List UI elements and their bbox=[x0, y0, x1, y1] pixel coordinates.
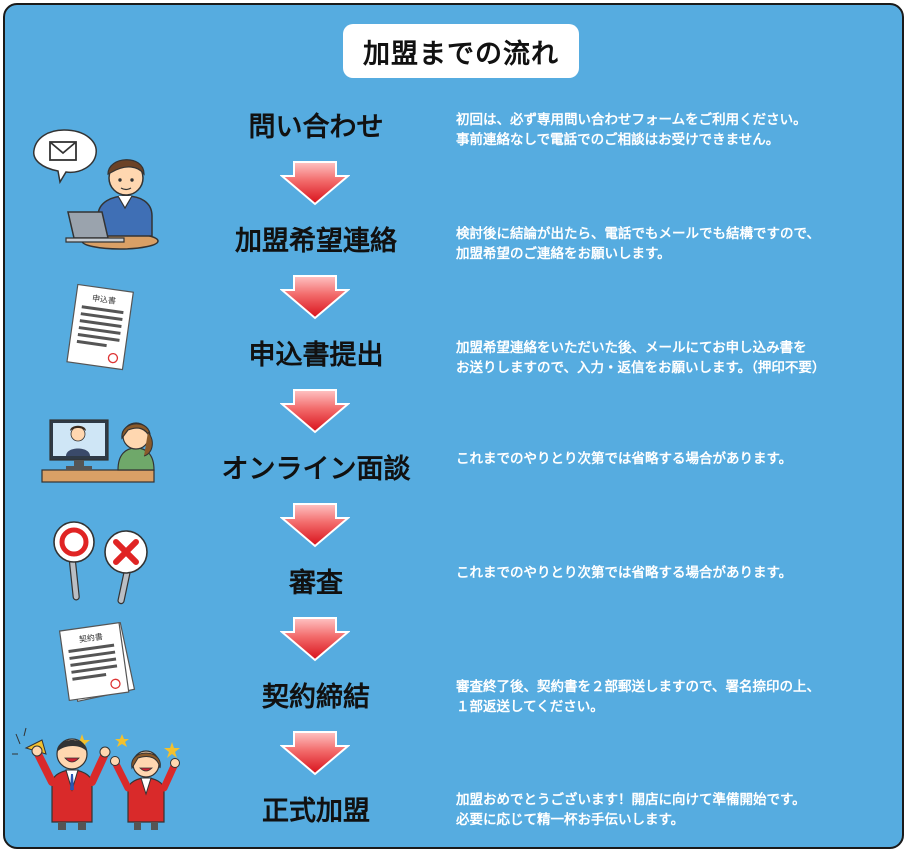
down-arrow-icon bbox=[280, 274, 350, 320]
step-title-screening: 審査 bbox=[200, 561, 432, 600]
desc-line: 必要に応じて精一杯お手伝いします。 bbox=[456, 810, 896, 830]
desc-line: これまでのやりとり次第では省略する場合があります。 bbox=[456, 449, 896, 469]
step-title-inquiry: 問い合わせ bbox=[200, 105, 432, 144]
down-arrow-icon bbox=[280, 730, 350, 776]
online-meeting-icon bbox=[40, 398, 160, 486]
desc-line: 検討後に結論が出たら、電話でもメールでも結構ですので、 bbox=[456, 224, 896, 244]
step-desc-official-membership: 加盟おめでとうございます！開店に向けて準備開始です。 必要に応じて精一杯お手伝い… bbox=[456, 790, 896, 830]
desc-line: 審査終了後、契約書を２部郵送しますので、署名捺印の上、 bbox=[456, 677, 896, 697]
application-form-icon: 申込書 bbox=[60, 282, 140, 374]
step-title-form-submission: 申込書提出 bbox=[200, 333, 432, 372]
celebrating-people-icon bbox=[12, 724, 182, 832]
desc-line: １部返送してください。 bbox=[456, 697, 896, 717]
down-arrow-icon bbox=[280, 160, 350, 206]
person-laptop-email-icon bbox=[28, 128, 168, 253]
desc-line: 加盟希望連絡をいただいた後、メールにてお申し込み書を bbox=[456, 338, 896, 358]
page-title: 加盟までの流れ bbox=[363, 32, 559, 71]
desc-line: 初回は、必ず専用問い合わせフォームをご利用ください。 bbox=[456, 110, 896, 130]
step-desc-screening: これまでのやりとり次第では省略する場合があります。 bbox=[456, 563, 896, 583]
step-desc-application-notice: 検討後に結論が出たら、電話でもメールでも結構ですので、 加盟希望のご連絡をお願い… bbox=[456, 224, 896, 264]
down-arrow-icon bbox=[280, 388, 350, 434]
desc-line: 事前連絡なしで電話でのご相談はお受けできません。 bbox=[456, 130, 896, 150]
contract-documents-icon: 契約書 bbox=[48, 620, 144, 702]
desc-line: これまでのやりとり次第では省略する場合があります。 bbox=[456, 563, 896, 583]
desc-line: お送りしますので、入力・返信をお願いします。（押印不要） bbox=[456, 358, 896, 378]
down-arrow-icon bbox=[280, 616, 350, 662]
maru-batsu-paddles-icon bbox=[44, 516, 154, 608]
step-desc-online-interview: これまでのやりとり次第では省略する場合があります。 bbox=[456, 449, 896, 469]
step-desc-contract: 審査終了後、契約書を２部郵送しますので、署名捺印の上、 １部返送してください。 bbox=[456, 677, 896, 717]
title-box: 加盟までの流れ bbox=[343, 24, 579, 78]
step-title-official-membership: 正式加盟 bbox=[200, 789, 432, 828]
step-title-contract: 契約締結 bbox=[200, 675, 432, 714]
desc-line: 加盟おめでとうございます！開店に向けて準備開始です。 bbox=[456, 790, 896, 810]
desc-line: 加盟希望のご連絡をお願いします。 bbox=[456, 244, 896, 264]
step-title-online-interview: オンライン面談 bbox=[200, 447, 432, 486]
step-title-application-notice: 加盟希望連絡 bbox=[200, 219, 432, 258]
step-desc-form-submission: 加盟希望連絡をいただいた後、メールにてお申し込み書を お送りしますので、入力・返… bbox=[456, 338, 896, 378]
step-desc-inquiry: 初回は、必ず専用問い合わせフォームをご利用ください。 事前連絡なしで電話でのご相… bbox=[456, 110, 896, 150]
down-arrow-icon bbox=[280, 502, 350, 548]
